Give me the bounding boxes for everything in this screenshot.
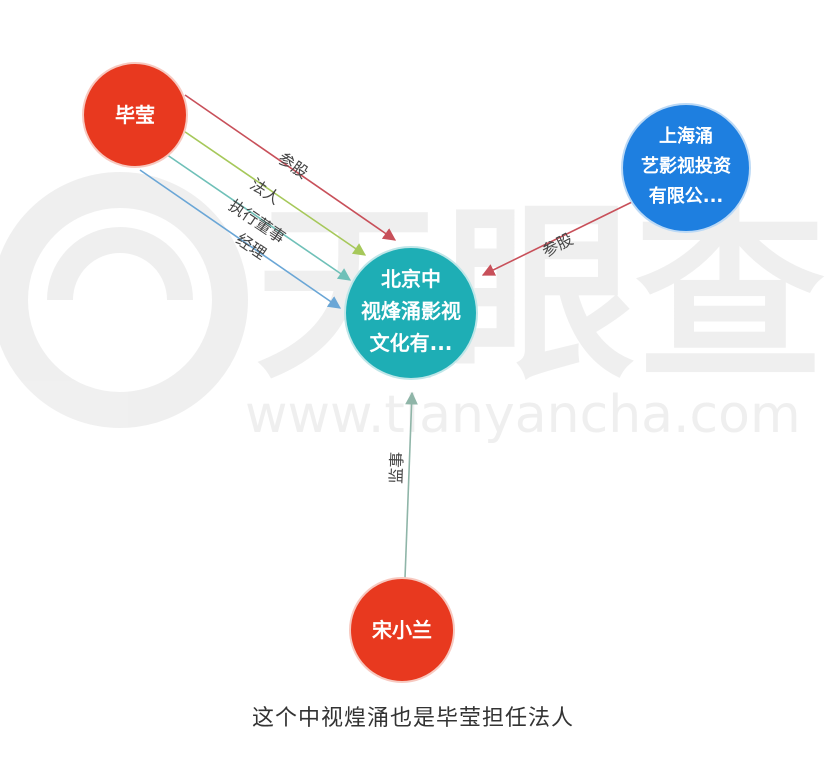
watermark-url: www.tianyancha.com <box>245 385 801 445</box>
node-beijing-company[interactable]: 北京中 视烽涌影视 文化有... <box>344 246 478 380</box>
edge-bi-ying-shareholding-line <box>184 94 397 241</box>
node-beijing-company-circle <box>344 246 478 380</box>
edges <box>139 94 633 579</box>
node-shanghai-company-line-1: 上海涌 <box>659 125 713 147</box>
edge-bi-ying-exec-director-line <box>159 149 352 281</box>
node-bi-ying[interactable]: 毕莹 <box>82 62 188 168</box>
node-shanghai-company-circle <box>621 103 751 233</box>
node-song-xiaolan-label: 宋小兰 <box>372 618 432 642</box>
edge-bi-ying-manager-line <box>139 169 342 309</box>
node-bi-ying-label: 毕莹 <box>115 103 155 127</box>
caption: 这个中视煌涌也是毕莹担任法人 <box>251 706 574 731</box>
node-song-xiaolan-circle <box>349 577 455 683</box>
edge-song-supervisor-line <box>404 391 418 579</box>
node-beijing-company-line-1: 北京中 <box>381 267 441 291</box>
watermark: 天眼查 www.tianyancha.com <box>0 172 825 445</box>
watermark-brand: 天眼查 <box>255 184 825 405</box>
watermark-logo-icon <box>0 172 248 428</box>
node-shanghai-company-line-3: 有限公... <box>649 185 724 207</box>
node-beijing-company-line-3: 文化有... <box>370 331 453 355</box>
edge-label-shareholding-1: 参股 <box>274 149 311 183</box>
node-shanghai-company-line-2: 艺影视投资 <box>641 155 731 177</box>
edge-label-supervisor: 监事 <box>386 451 406 484</box>
node-shanghai-company[interactable]: 上海涌 艺影视投资 有限公... <box>621 103 751 233</box>
edge-shanghai-shareholding-line <box>481 201 633 276</box>
node-bi-ying-circle <box>82 62 188 168</box>
node-beijing-company-line-2: 视烽涌影视 <box>361 299 461 323</box>
edge-bi-ying-legal-rep-line <box>174 124 367 256</box>
node-song-xiaolan[interactable]: 宋小兰 <box>349 577 455 683</box>
